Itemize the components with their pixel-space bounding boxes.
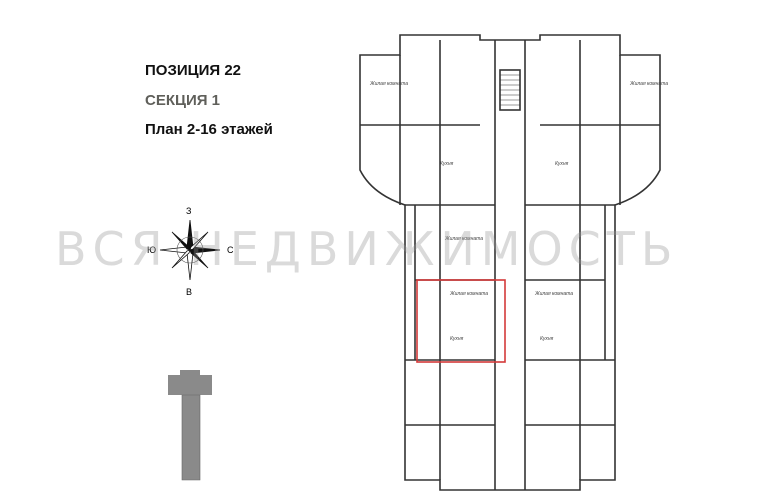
floor-plan-title: План 2-16 этажей: [145, 121, 273, 138]
room-label: Кухня: [555, 161, 569, 167]
compass-rose-icon: З В Ю С: [147, 206, 234, 297]
room-label: Жилая комната: [369, 81, 408, 87]
room-label: Кухня: [540, 336, 554, 342]
watermark: ВСЯ НЕДВИЖИМОСТЬ: [55, 222, 679, 276]
room-label: Жилая комната: [444, 236, 483, 242]
position-title: ПОЗИЦИЯ 22: [145, 62, 241, 79]
room-label: Жилая комната: [449, 291, 488, 297]
floor-plan: Жилая комната Жилая комната Жилая комнат…: [359, 34, 668, 491]
compass-east-label: С: [227, 245, 234, 255]
room-label: Кухня: [440, 161, 454, 167]
key-plan: [168, 370, 212, 481]
compass-west-label: Ю: [147, 245, 157, 255]
compass-north-label: З: [186, 206, 192, 216]
room-label: Жилая комната: [629, 81, 668, 87]
section-title: СЕКЦИЯ 1: [145, 92, 221, 109]
highlighted-apartment[interactable]: [416, 279, 506, 363]
room-label: Жилая комната: [534, 291, 573, 297]
room-label: Кухня: [450, 336, 464, 342]
compass-south-label: В: [186, 287, 193, 297]
